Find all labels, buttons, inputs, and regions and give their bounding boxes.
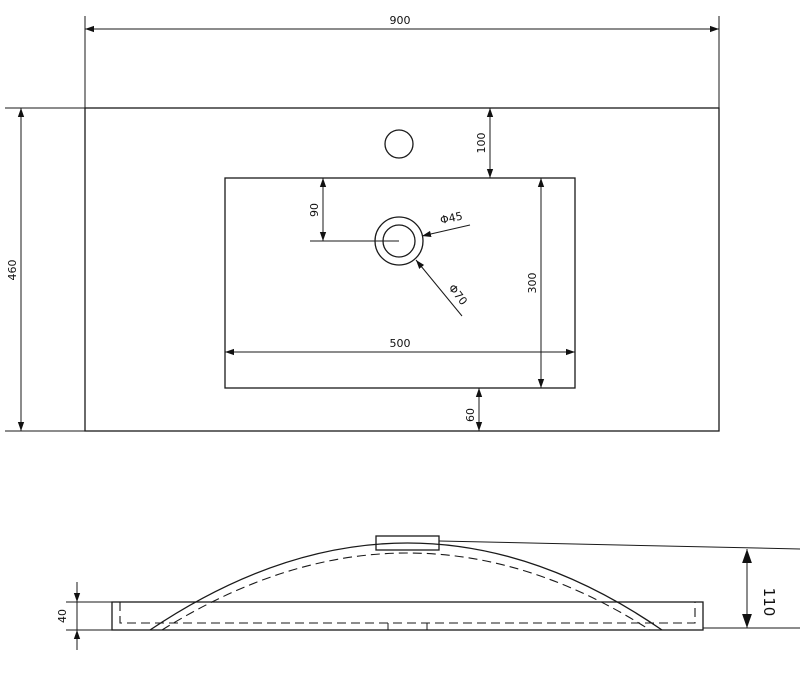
dimension-tap-offset-label: 100 xyxy=(475,133,488,154)
dimension-front-offset: 60 xyxy=(464,388,483,431)
dimension-drain-offset-label: 90 xyxy=(308,203,321,217)
dimension-front-offset-label: 60 xyxy=(464,408,477,422)
dimension-bowl-width-label: 500 xyxy=(390,337,411,350)
plan-view: 900 460 100 300 500 60 xyxy=(5,14,720,432)
bowl-outline xyxy=(224,177,576,389)
side-view: 40 110 xyxy=(56,535,801,650)
dimension-bowl-height-label: 300 xyxy=(526,273,539,294)
dimension-depth: 460 xyxy=(5,107,85,432)
tap-hole xyxy=(384,129,414,159)
dimension-width: 900 xyxy=(84,14,720,108)
dimension-drain-inner-label: Φ45 xyxy=(439,210,464,227)
slab-outline xyxy=(111,601,704,631)
slab-hidden-line xyxy=(119,602,696,624)
basin-inner-arc xyxy=(161,552,651,631)
tap-block xyxy=(375,535,440,551)
dimension-slab-thickness-label: 40 xyxy=(56,609,69,623)
dimension-total-height: 110 xyxy=(438,540,801,629)
basin-outer-arc xyxy=(149,542,663,631)
dimension-depth-label: 460 xyxy=(6,260,19,281)
dimension-slab-thickness: 40 xyxy=(56,582,112,650)
countertop-outline xyxy=(84,107,720,432)
dimension-bowl-height: 300 xyxy=(526,178,545,388)
dimension-drain-outer-label: Φ70 xyxy=(446,282,470,308)
dimension-drain-outer: Φ70 xyxy=(415,259,470,317)
dimension-drain-offset: 90 xyxy=(308,178,399,242)
dimension-tap-offset: 100 xyxy=(475,108,494,178)
dimension-total-height-label: 110 xyxy=(760,588,778,617)
dimension-bowl-width: 500 xyxy=(225,337,575,356)
dimension-drain-inner: Φ45 xyxy=(421,210,471,238)
dimension-width-label: 900 xyxy=(390,14,411,27)
